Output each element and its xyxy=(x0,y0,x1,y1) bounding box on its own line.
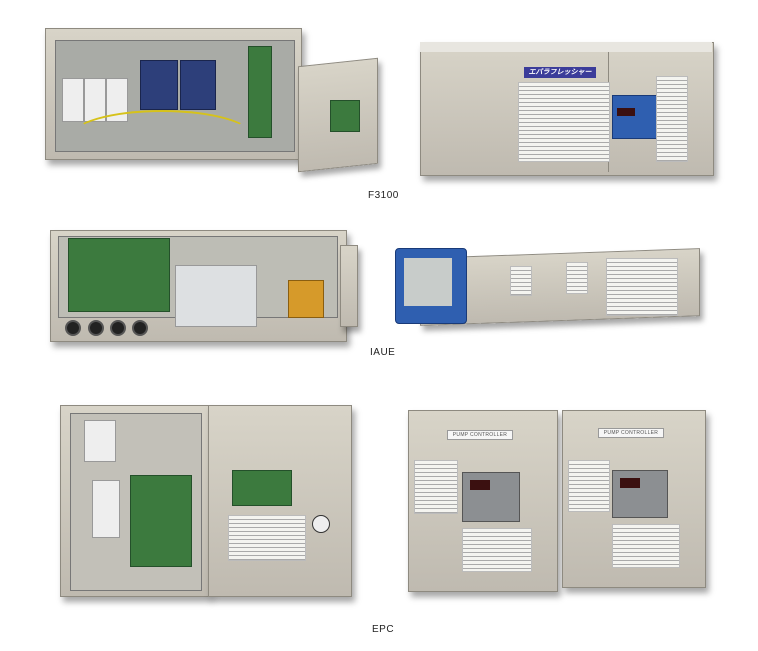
instruction-label xyxy=(612,524,680,568)
main-board xyxy=(68,238,170,312)
door-board xyxy=(232,470,292,506)
cable-hole xyxy=(110,320,126,336)
cable-hole xyxy=(88,320,104,336)
top-edge xyxy=(420,42,712,52)
breaker xyxy=(62,78,84,122)
instruction-label xyxy=(606,258,678,316)
door-label xyxy=(228,515,306,561)
inverter xyxy=(180,60,216,110)
controller xyxy=(612,470,668,518)
caption-epc: EPC xyxy=(372,624,395,635)
instruction-label xyxy=(518,82,610,162)
brand-seal xyxy=(312,515,330,533)
nameplate: PUMP CONTROLLER xyxy=(598,428,664,438)
led-display xyxy=(617,108,635,116)
cable-hole xyxy=(65,320,81,336)
iaue-side-flap xyxy=(340,245,358,327)
cable-hole xyxy=(132,320,148,336)
contactor xyxy=(92,480,120,538)
wiring xyxy=(70,110,254,164)
caption-f3100: F3100 xyxy=(368,190,399,201)
nameplate: PUMP CONTROLLER xyxy=(447,430,513,440)
side-label xyxy=(656,76,688,162)
side-label xyxy=(414,460,458,514)
brand-logo: エバラフレッシャー xyxy=(524,67,596,78)
transformer xyxy=(288,280,324,318)
inverter xyxy=(140,60,178,110)
control-panel xyxy=(612,95,658,139)
side-label xyxy=(568,460,610,512)
breaker xyxy=(84,420,116,462)
module-label xyxy=(510,266,532,296)
circuit-board xyxy=(130,475,192,567)
led-display xyxy=(620,478,640,488)
remote-display xyxy=(404,258,452,306)
metal-plate xyxy=(175,265,257,327)
controller xyxy=(462,472,520,522)
module-label xyxy=(566,262,588,294)
led-display xyxy=(470,480,490,490)
circuit-board xyxy=(248,46,272,138)
door-board xyxy=(330,100,360,132)
instruction-label xyxy=(462,528,532,572)
caption-iaue: IAUE xyxy=(370,347,396,358)
